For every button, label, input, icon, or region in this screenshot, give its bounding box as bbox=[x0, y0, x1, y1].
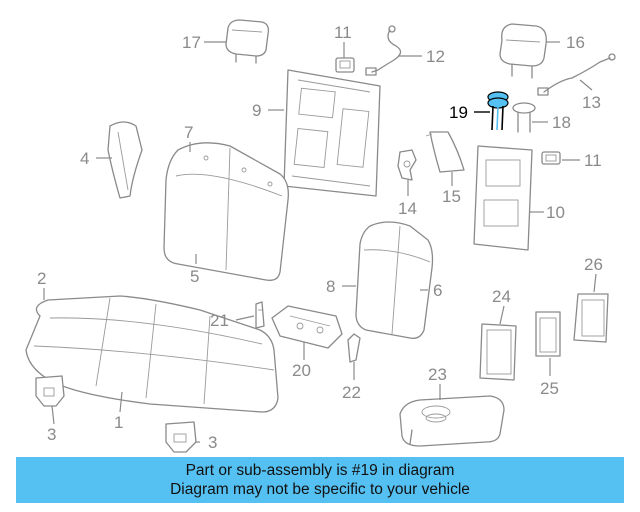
callout-6: 6 bbox=[433, 281, 442, 300]
callout-24: 24 bbox=[492, 287, 511, 306]
part-12-cable[interactable] bbox=[365, 25, 402, 76]
part-10-seatback-panel[interactable] bbox=[473, 145, 533, 251]
callout-12: 12 bbox=[426, 47, 445, 66]
part-4-side-trim[interactable] bbox=[107, 121, 143, 199]
part-25-panel[interactable] bbox=[535, 311, 561, 357]
callout-11b: 11 bbox=[584, 151, 602, 170]
part-9-seatback-frame[interactable] bbox=[283, 69, 381, 197]
callout-20: 20 bbox=[292, 361, 311, 380]
callout-14: 14 bbox=[398, 199, 417, 218]
callout-7: 7 bbox=[184, 123, 193, 142]
part-19-headrest-guide[interactable] bbox=[487, 91, 509, 131]
info-banner: Part or sub-assembly is #19 in diagram D… bbox=[16, 457, 624, 503]
banner-line-2: Diagram may not be specific to your vehi… bbox=[170, 481, 470, 498]
callout-4: 4 bbox=[80, 149, 89, 168]
part-3-clip-left[interactable] bbox=[35, 375, 65, 407]
callout-2: 2 bbox=[37, 269, 46, 288]
callout-22: 22 bbox=[342, 383, 361, 402]
part-22-bracket[interactable] bbox=[347, 333, 361, 363]
part-18-headrest-guide[interactable] bbox=[512, 102, 536, 133]
callout-18: 18 bbox=[552, 113, 571, 132]
callout-15: 15 bbox=[442, 187, 461, 206]
callout-26: 26 bbox=[584, 255, 603, 274]
callout-5: 5 bbox=[190, 267, 199, 286]
callout-1: 1 bbox=[114, 413, 123, 432]
callout-21: 21 bbox=[210, 311, 229, 330]
part-16-headrest[interactable] bbox=[499, 23, 547, 79]
part-6-seatback-cover-right[interactable] bbox=[355, 221, 434, 339]
callout-13: 13 bbox=[582, 93, 601, 112]
part-17-headrest[interactable] bbox=[225, 19, 270, 64]
part-11-clip-top[interactable] bbox=[335, 57, 355, 73]
part-15-cover[interactable] bbox=[425, 131, 465, 173]
banner-line-1: Part or sub-assembly is #19 in diagram bbox=[185, 462, 455, 479]
part-13-cable[interactable] bbox=[537, 53, 616, 96]
callout-16: 16 bbox=[566, 33, 585, 52]
callout-11a: 11 bbox=[334, 23, 352, 42]
callout-9: 9 bbox=[252, 101, 261, 120]
callout-8: 8 bbox=[326, 277, 335, 296]
callout-numbers: 1 2 3 3 4 5 6 7 8 9 10 11 11 12 13 14 15… bbox=[37, 23, 603, 452]
callout-3a: 3 bbox=[47, 425, 56, 444]
callout-23: 23 bbox=[428, 365, 447, 384]
part-11-clip-right[interactable] bbox=[541, 151, 561, 165]
part-26-panel[interactable] bbox=[573, 293, 609, 343]
part-5-seatback-cover[interactable] bbox=[163, 142, 289, 281]
callout-25: 25 bbox=[540, 379, 559, 398]
part-20-frame[interactable] bbox=[271, 305, 343, 349]
part-3-clip-bottom[interactable] bbox=[165, 421, 197, 453]
callout-3b: 3 bbox=[208, 433, 217, 452]
callout-19: 19 bbox=[449, 103, 468, 122]
part-21-bracket[interactable] bbox=[255, 301, 265, 329]
callout-17: 17 bbox=[182, 33, 201, 52]
leader-lines bbox=[43, 41, 597, 443]
part-14-bracket[interactable] bbox=[397, 149, 417, 181]
callout-10: 10 bbox=[546, 203, 565, 222]
part-23-armrest[interactable] bbox=[399, 395, 505, 447]
part-24-panel[interactable] bbox=[479, 323, 517, 381]
